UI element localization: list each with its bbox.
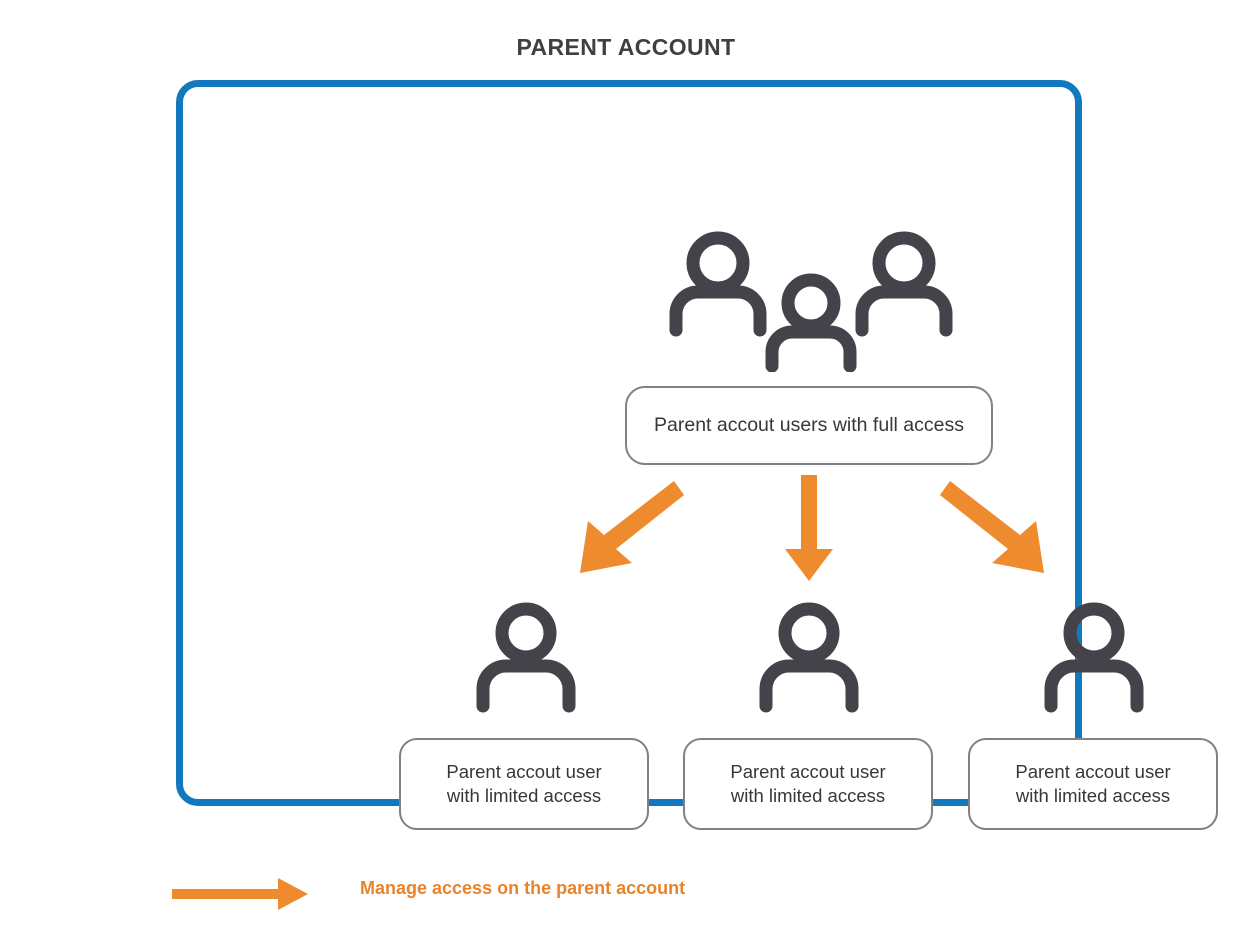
child-label-text: Parent accout user with limited access (1015, 760, 1170, 809)
child-label-line2: with limited access (1015, 785, 1171, 806)
top-label-text: Parent accout users with full access (654, 413, 964, 436)
child-label-line2: with limited access (446, 785, 602, 806)
arrow-down-right (940, 481, 1044, 573)
child-label-box: Parent accout user with limited access (399, 738, 649, 830)
page-title: PARENT ACCOUNT (516, 34, 736, 60)
legend-label: Manage access on the parent account (360, 878, 686, 898)
child-label-box: Parent accout user with limited access (968, 738, 1218, 830)
child-label-text: Parent accout user with limited access (446, 760, 601, 809)
child-label-line1: Parent accout user (446, 760, 602, 782)
child-label-line2: with limited access (730, 785, 886, 806)
group-of-users-icon (669, 231, 953, 372)
parent-account-frame: Parent accout users with full access Par… (176, 80, 1218, 830)
child-label-line1: Parent accout user (1015, 760, 1171, 782)
person-icon (476, 602, 576, 713)
arrow-down (785, 475, 833, 581)
person-icon (1044, 602, 1144, 713)
child-label-box: Parent accout user with limited access (683, 738, 933, 830)
person-icon (759, 602, 859, 713)
child-label-line1: Parent accout user (730, 760, 886, 782)
legend-arrow-icon (172, 878, 308, 910)
child-label-text: Parent accout user with limited access (730, 760, 885, 809)
top-label-box: Parent accout users with full access (625, 386, 993, 465)
arrow-down-left (580, 481, 684, 573)
legend: Manage access on the parent account (170, 868, 870, 918)
